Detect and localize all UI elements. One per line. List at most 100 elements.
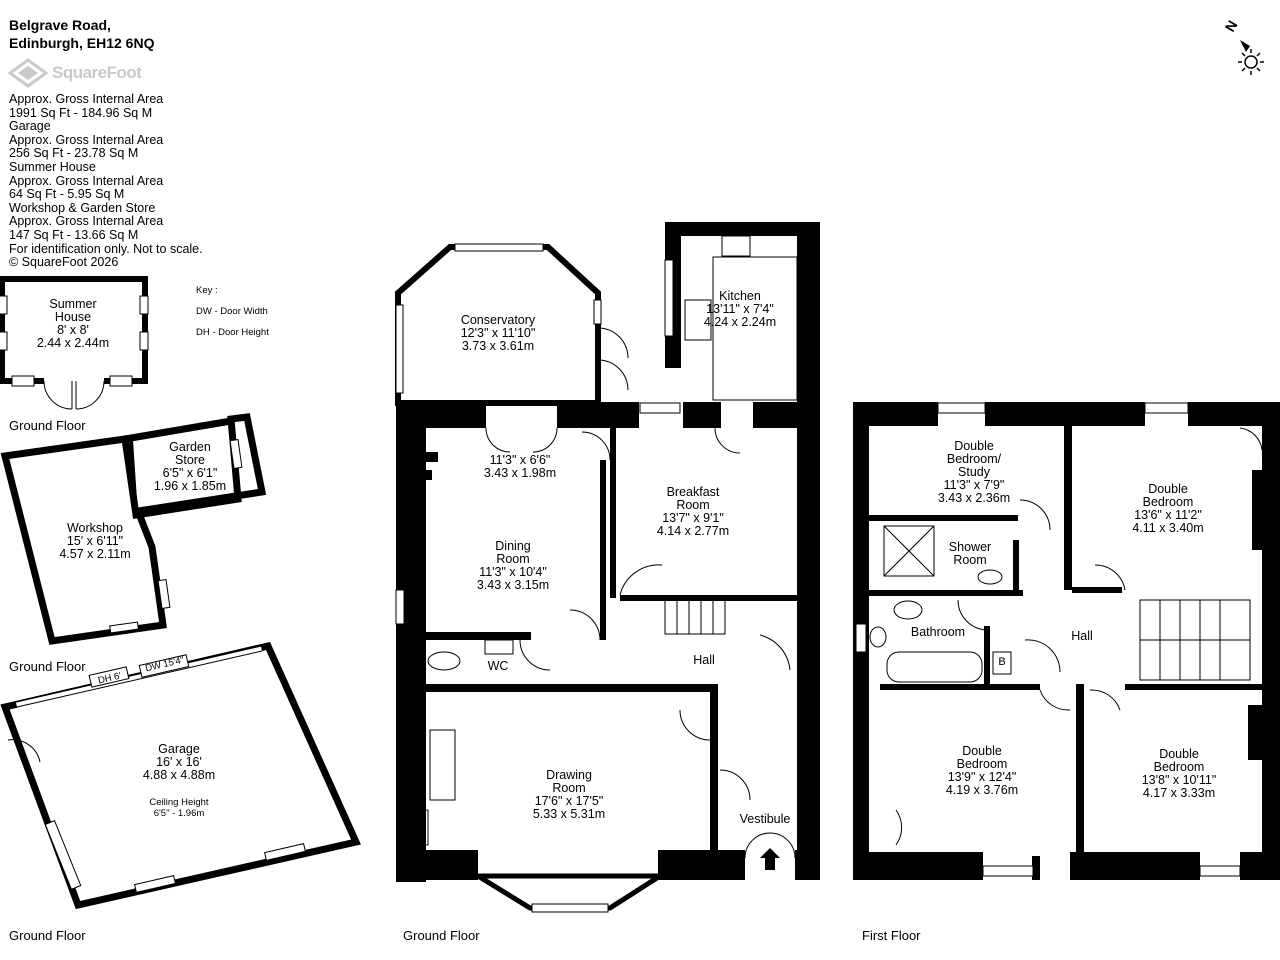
key-door-height: DH - Door Height xyxy=(196,327,269,338)
area-line: Workshop & Garden Store xyxy=(9,200,156,215)
area-line: Approx. Gross Internal Area xyxy=(9,214,164,229)
address-line-1: Belgrave Road, xyxy=(9,17,111,33)
area-line: Approx. Gross Internal Area xyxy=(9,132,164,147)
room-name: Bedroom xyxy=(956,757,1008,771)
room-dims-imperial: 11'3" x 6'6" xyxy=(489,453,551,467)
address: Belgrave Road, Edinburgh, EH12 6NQ xyxy=(9,16,154,52)
room-name: Kitchen xyxy=(719,289,761,303)
floor-label-workshop: Ground Floor xyxy=(9,659,86,674)
area-summary: Approx. Gross Internal Area 1991 Sq Ft -… xyxy=(9,92,203,270)
area-line: 147 Sq Ft - 13.66 Sq M xyxy=(9,227,139,242)
room-name: Double xyxy=(1159,747,1199,761)
area-line: © SquareFoot 2026 xyxy=(9,255,119,270)
room-name: Bedroom/ xyxy=(946,452,1002,466)
floor-label-summer-house: Ground Floor xyxy=(9,418,86,433)
room-dims-metric: 4.17 x 3.33m xyxy=(1142,786,1216,800)
summer-house-label: Summer House 8' x 8' 2.44 x 2.44m xyxy=(28,298,118,350)
room-name: Conservatory xyxy=(460,313,536,327)
room-dims-imperial: 13'6" x 11'2" xyxy=(1134,508,1202,522)
room-name: Room xyxy=(953,553,987,567)
room-name: Drawing xyxy=(546,768,592,782)
room-name: Workshop xyxy=(66,521,124,535)
room-dims-imperial: 11'3" x 7'9" xyxy=(943,478,1005,492)
area-line: 256 Sq Ft - 23.78 Sq M xyxy=(9,146,139,161)
room-dims-metric: 4.14 x 2.77m xyxy=(656,524,730,538)
room-dims-metric: 3.43 x 1.98m xyxy=(483,466,557,480)
room-dims-imperial: 16' x 16' xyxy=(156,755,202,769)
squarefoot-logo-icon xyxy=(8,58,48,88)
room-dims-metric: 4.19 x 3.76m xyxy=(945,783,1019,797)
room-name: Study xyxy=(958,465,990,479)
room-name: Bedroom xyxy=(1153,760,1205,774)
room-name: Store xyxy=(175,453,205,467)
room-dims-imperial: 8' x 8' xyxy=(57,323,89,337)
room-name: Double xyxy=(962,744,1002,758)
area-line: Approx. Gross Internal Area xyxy=(9,92,164,106)
room-dims-metric: 4.57 x 2.11m xyxy=(59,547,131,561)
breakfast-room-label: Breakfast Room 13'7" x 9'1" 4.14 x 2.77m xyxy=(643,486,743,538)
room-dims-metric: 1.96 x 1.85m xyxy=(153,479,227,493)
vestibule-label: Vestibule xyxy=(739,812,791,826)
ground-hall-label: Hall xyxy=(693,653,715,667)
boiler-label: B xyxy=(998,656,1006,668)
room-dims-metric: 5.33 x 5.31m xyxy=(532,807,606,821)
ceiling-height-value: 6'5" - 1.96m xyxy=(153,808,205,819)
room-dims-metric: 4.88 x 4.88m xyxy=(142,768,216,782)
area-line: For identification only. Not to scale. xyxy=(9,241,203,256)
area-line: 1991 Sq Ft - 184.96 Sq M xyxy=(9,105,153,120)
ceiling-height-title: Ceiling Height xyxy=(149,797,209,808)
room-dims-imperial: 15' x 6'11" xyxy=(66,534,124,548)
key-title: Key : xyxy=(196,285,218,296)
room-dims-metric: 2.44 x 2.44m xyxy=(36,336,110,350)
room-dims-imperial: 13'7" x 9'1" xyxy=(662,511,724,525)
address-line-2: Edinburgh, EH12 6NQ xyxy=(9,35,155,51)
room-name: Summer xyxy=(49,297,97,311)
area-line: 64 Sq Ft - 5.95 Sq M xyxy=(9,187,125,202)
room-dims-imperial: 13'11" x 7'4" xyxy=(706,302,774,316)
garage-plan xyxy=(0,641,361,910)
room-dims-imperial: 13'9" x 12'4" xyxy=(947,770,1017,784)
dining-room-label: Dining Room 11'3" x 10'4" 3.43 x 3.15m xyxy=(463,540,563,592)
floor-label-first: First Floor xyxy=(862,928,921,943)
area-line: Summer House xyxy=(9,159,96,174)
area-line: Approx. Gross Internal Area xyxy=(9,173,164,188)
room-name: Double xyxy=(1148,482,1188,496)
drawing-room-label: Drawing Room 17'6" x 17'5" 5.33 x 5.31m xyxy=(519,769,619,821)
bedroom-sw-label: Double Bedroom 13'9" x 12'4" 4.19 x 3.76… xyxy=(932,745,1032,797)
shower-room-label: Shower Room xyxy=(940,541,1000,567)
summer-house-plan xyxy=(0,276,149,410)
room-name: Double xyxy=(954,439,994,453)
compass-icon xyxy=(1238,40,1264,75)
brand-logo: SquareFoot xyxy=(8,58,142,88)
room-name: Room xyxy=(552,781,586,795)
room-name: House xyxy=(54,310,92,324)
first-hall-label: Hall xyxy=(1071,629,1093,643)
garage-label: Garage 16' x 16' 4.88 x 4.88m xyxy=(129,743,229,782)
key-door-width: DW - Door Width xyxy=(196,306,268,317)
room-name: Room xyxy=(676,498,710,512)
room-name: Breakfast xyxy=(666,485,720,499)
area-line: Garage xyxy=(9,119,51,134)
room-dims-imperial: 17'6" x 17'5" xyxy=(534,794,604,808)
compass: N xyxy=(1222,16,1272,86)
conservatory-label: Conservatory 12'3" x 11'10" 3.73 x 3.61m xyxy=(438,314,558,353)
bedroom-ne-label: Double Bedroom 13'6" x 11'2" 4.11 x 3.40… xyxy=(1118,483,1218,535)
room-dims-metric: 3.43 x 3.15m xyxy=(476,578,550,592)
garage-ceiling-height: Ceiling Height 6'5" - 1.96m xyxy=(129,797,229,819)
room-dims-imperial: 12'3" x 11'10" xyxy=(460,326,536,340)
wc-label: WC xyxy=(487,659,509,673)
floor-label-ground: Ground Floor xyxy=(403,928,480,943)
workshop-label: Workshop 15' x 6'11" 4.57 x 2.11m xyxy=(45,522,145,561)
legend-key: Key : DW - Door Width DH - Door Height xyxy=(196,280,269,343)
room-dims-metric: 3.73 x 3.61m xyxy=(461,339,535,353)
room-dims-imperial: 11'3" x 10'4" xyxy=(479,565,547,579)
bedroom-se-label: Double Bedroom 13'8" x 10'11" 4.17 x 3.3… xyxy=(1129,748,1229,800)
bathroom-label: Bathroom xyxy=(910,625,966,639)
workshop-plan xyxy=(0,413,267,645)
room-name: Bedroom xyxy=(1142,495,1194,509)
brand-name: SquareFoot xyxy=(52,63,142,82)
room-dims-imperial: 6'5" x 6'1" xyxy=(162,466,218,480)
room-name: Garden xyxy=(169,440,211,454)
floor-label-garage: Ground Floor xyxy=(9,928,86,943)
